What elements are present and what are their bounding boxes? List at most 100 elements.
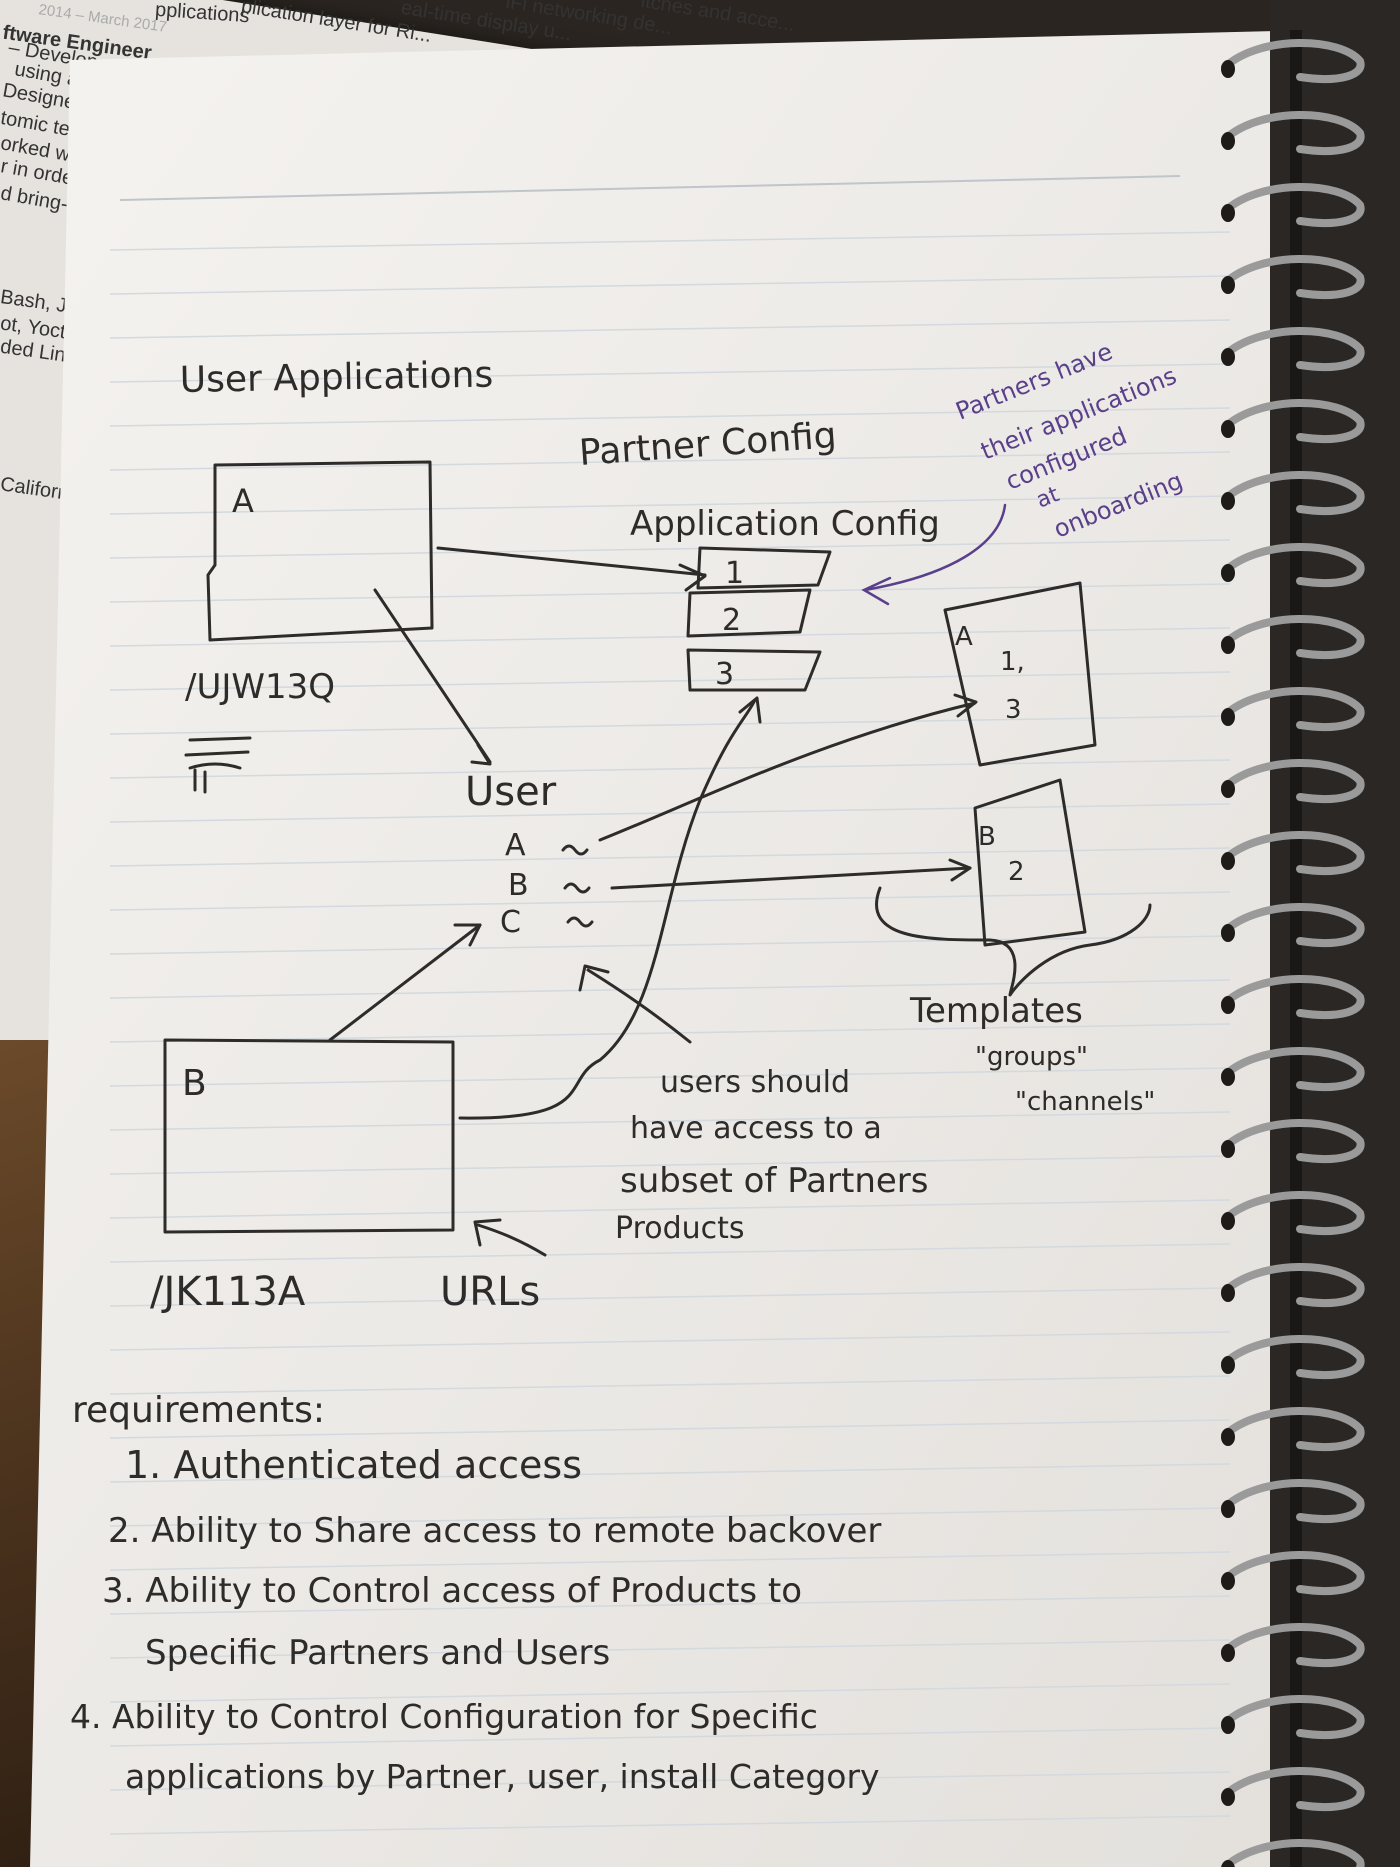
- diagram-drawing: [163, 460, 1152, 1257]
- ruled-line: [109, 1595, 1231, 1615]
- scribble-marks: [184, 736, 252, 794]
- templates-brace: [875, 886, 1152, 997]
- arrowhead: [453, 923, 482, 947]
- spiral-ring: [1221, 903, 1365, 947]
- notebook-paper: [30, 30, 1340, 1867]
- config-slot-3: [686, 648, 822, 692]
- config-slot-3-label: 3: [715, 657, 734, 692]
- requirement-item: 1. Authenticated access: [125, 1443, 582, 1487]
- ruled-line: [109, 935, 1231, 955]
- ruled-line: [109, 1463, 1231, 1483]
- punch-hole: [1221, 1644, 1235, 1662]
- spiral-ring: [1221, 1047, 1365, 1091]
- ruled-line: [109, 1199, 1231, 1219]
- spiral-ring: [1221, 543, 1365, 587]
- template-b: [973, 778, 1087, 947]
- application-config-label: Application Config: [630, 504, 940, 544]
- box-a-id: /UJW13Q: [185, 667, 335, 707]
- spiral-ring: [1221, 687, 1365, 731]
- config-slot-2-label: 2: [722, 603, 741, 638]
- ruled-line: [109, 1419, 1231, 1439]
- ruled-line: [109, 759, 1231, 779]
- urls-label: URLs: [440, 1269, 540, 1315]
- arrowhead: [953, 693, 978, 718]
- requirement-item: 3. Ability to Control access of Products…: [102, 1571, 802, 1611]
- ruled-line: [109, 803, 1231, 823]
- templates-alias-groups: "groups": [975, 1042, 1088, 1072]
- box-a-label: A: [232, 482, 254, 520]
- config-slot-2: [686, 588, 812, 638]
- spiral-ring: [1221, 1551, 1365, 1595]
- box-b-id: /JK113A: [150, 1269, 306, 1315]
- punch-hole: [1221, 852, 1235, 870]
- header-line: [119, 175, 1181, 201]
- spiral-binding: [1221, 39, 1365, 1867]
- ruled-line: [109, 451, 1231, 471]
- ruled-line: [109, 1727, 1231, 1747]
- arrowhead: [948, 858, 972, 882]
- punch-hole: [1221, 564, 1235, 582]
- ruled-line: [109, 715, 1231, 735]
- spiral-ring: [1221, 39, 1365, 83]
- template-a-value: 3: [1005, 695, 1022, 725]
- spiral-ring: [1221, 831, 1365, 875]
- punch-hole: [1221, 1068, 1235, 1086]
- spiral-ring: [1221, 111, 1365, 155]
- ruled-line: [109, 539, 1231, 559]
- arrow-to-urls: [476, 1223, 547, 1257]
- punch-hole: [1221, 708, 1235, 726]
- template-b-label: B: [978, 822, 996, 852]
- ruled-line: [109, 363, 1231, 383]
- punch-hole: [1221, 636, 1235, 654]
- spiral-ring: [1221, 1191, 1365, 1235]
- ruled-line: [109, 319, 1231, 339]
- punch-hole: [1221, 1356, 1235, 1374]
- punch-hole: [1221, 1428, 1235, 1446]
- box-b: [163, 1038, 455, 1234]
- users-note-line: users should: [660, 1065, 850, 1100]
- spiral-ring: [1221, 615, 1365, 659]
- punch-hole: [1221, 1140, 1235, 1158]
- ruled-line: [109, 1639, 1231, 1659]
- arrow-user-b-to-template: [610, 866, 972, 890]
- template-a-label: A: [955, 622, 973, 652]
- handwritten-text: User Applications A /UJW13Q B /JK113A UR…: [150, 355, 1155, 1315]
- requirement-item: Specific Partners and Users: [145, 1633, 610, 1673]
- punch-hole: [1221, 420, 1235, 438]
- ruled-line: [109, 1815, 1231, 1835]
- template-b-value: 2: [1008, 857, 1025, 887]
- punch-hole: [1221, 492, 1235, 510]
- templates-label: Templates: [909, 991, 1083, 1031]
- ruled-line: [109, 1551, 1231, 1571]
- spiral-ring: [1221, 975, 1365, 1019]
- ruled-line: [109, 627, 1231, 647]
- punch-hole: [1221, 132, 1235, 150]
- punch-hole: [1221, 996, 1235, 1014]
- arrow-note-to-users: [586, 968, 692, 1044]
- spiral-ring: [1221, 183, 1365, 227]
- punch-hole: [1221, 1860, 1235, 1867]
- arrowhead: [578, 964, 610, 992]
- ruled-line: [109, 1287, 1231, 1307]
- requirements-section: requirements: 1. Authenticated access 2.…: [70, 1390, 881, 1796]
- ruled-line: [109, 1243, 1231, 1263]
- templates-alias-channels: "channels": [1015, 1087, 1155, 1117]
- spiral-ring: [1221, 399, 1365, 443]
- ruled-line: [109, 231, 1231, 251]
- ruled-line: [109, 275, 1231, 295]
- ruled-line: [109, 979, 1231, 999]
- ruled-line: [109, 1067, 1231, 1087]
- punch-hole: [1221, 1284, 1235, 1302]
- arrowhead: [470, 743, 492, 766]
- purple-annotation: [861, 503, 1007, 606]
- punch-hole: [1221, 1788, 1235, 1806]
- ruled-line: [109, 1155, 1231, 1175]
- punch-hole: [1221, 924, 1235, 942]
- punch-hole: [1221, 276, 1235, 294]
- spiral-ring: [1221, 1119, 1365, 1163]
- arrowhead: [861, 576, 892, 606]
- spiral-ring: [1221, 759, 1365, 803]
- user-item-b: B: [508, 868, 529, 903]
- ruled-line: [109, 1111, 1231, 1131]
